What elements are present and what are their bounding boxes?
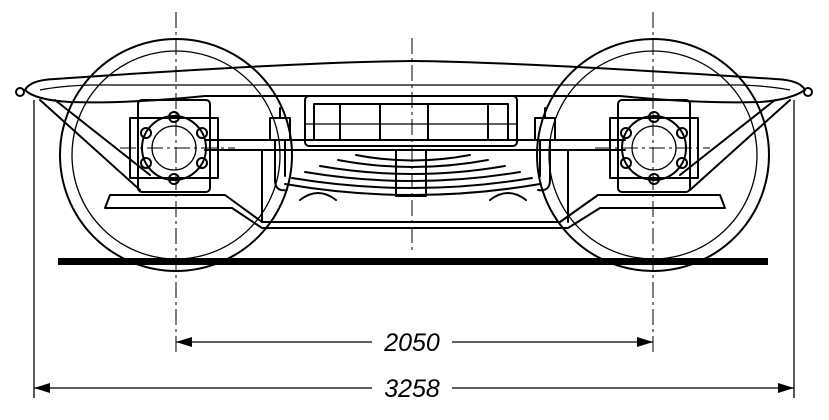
bolster xyxy=(304,95,518,147)
right-axle-box xyxy=(609,99,699,193)
wheelbase-dimension: 2050 xyxy=(176,329,653,357)
left-axle-box xyxy=(129,99,219,193)
overall-length-label: 3258 xyxy=(384,375,440,403)
centerlines xyxy=(120,12,710,352)
left-spring-hanger xyxy=(269,107,291,192)
right-spring-hanger xyxy=(534,107,556,192)
extension-lines xyxy=(33,100,795,398)
overall-length-dimension: 3258 xyxy=(34,375,794,403)
rail xyxy=(58,258,768,265)
diagonal-tie-rods xyxy=(39,99,791,191)
wheelbase-label: 2050 xyxy=(383,329,440,357)
